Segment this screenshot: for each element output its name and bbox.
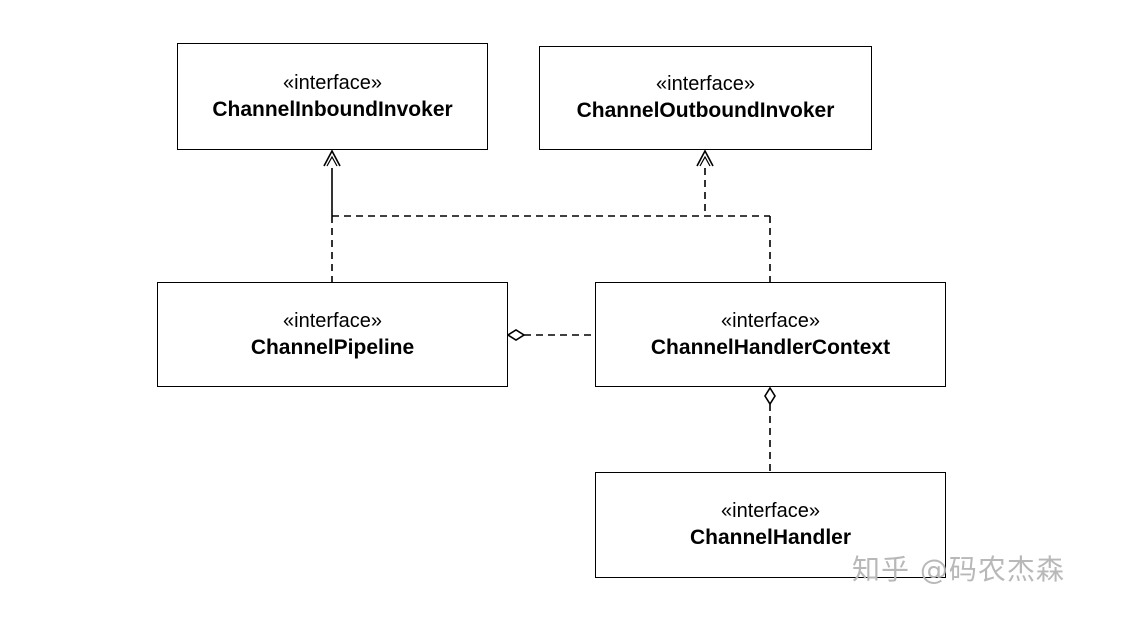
stereotype-label: «interface»: [283, 71, 382, 94]
stereotype-label: «interface»: [721, 309, 820, 332]
interface-name: ChannelHandler: [689, 526, 852, 549]
stereotype-label: «interface»: [283, 309, 382, 332]
pipeline-aggregation-diamond: [506, 329, 526, 341]
inbound-arrowhead: [323, 149, 341, 167]
channel-pipeline-box[interactable]: «interface» ChannelPipeline: [157, 282, 508, 387]
interface-name: ChannelPipeline: [250, 335, 415, 359]
stereotype-label: «interface»: [656, 73, 755, 95]
channel-handler-box[interactable]: «interface» ChannelHandler: [595, 472, 946, 578]
watermark: 知乎 @码农杰森: [852, 553, 1065, 586]
interface-name: ChannelInboundInvoker: [212, 97, 453, 121]
outbound-arrowhead: [696, 149, 714, 167]
outbound-arrowhead-inner: [699, 155, 711, 167]
interface-name: ChannelOutboundInvoker: [576, 99, 835, 122]
context-aggregation-diamond: [764, 386, 776, 406]
interface-name: ChannelHandlerContext: [650, 335, 891, 359]
inbound-arrowhead-inner: [326, 155, 338, 167]
stereotype-label: «interface»: [721, 500, 820, 522]
channel-inbound-invoker-box[interactable]: «interface» ChannelInboundInvoker: [177, 43, 488, 150]
channel-outbound-invoker-box[interactable]: «interface» ChannelOutboundInvoker: [539, 46, 872, 150]
channel-handler-context-box[interactable]: «interface» ChannelHandlerContext: [595, 282, 946, 387]
